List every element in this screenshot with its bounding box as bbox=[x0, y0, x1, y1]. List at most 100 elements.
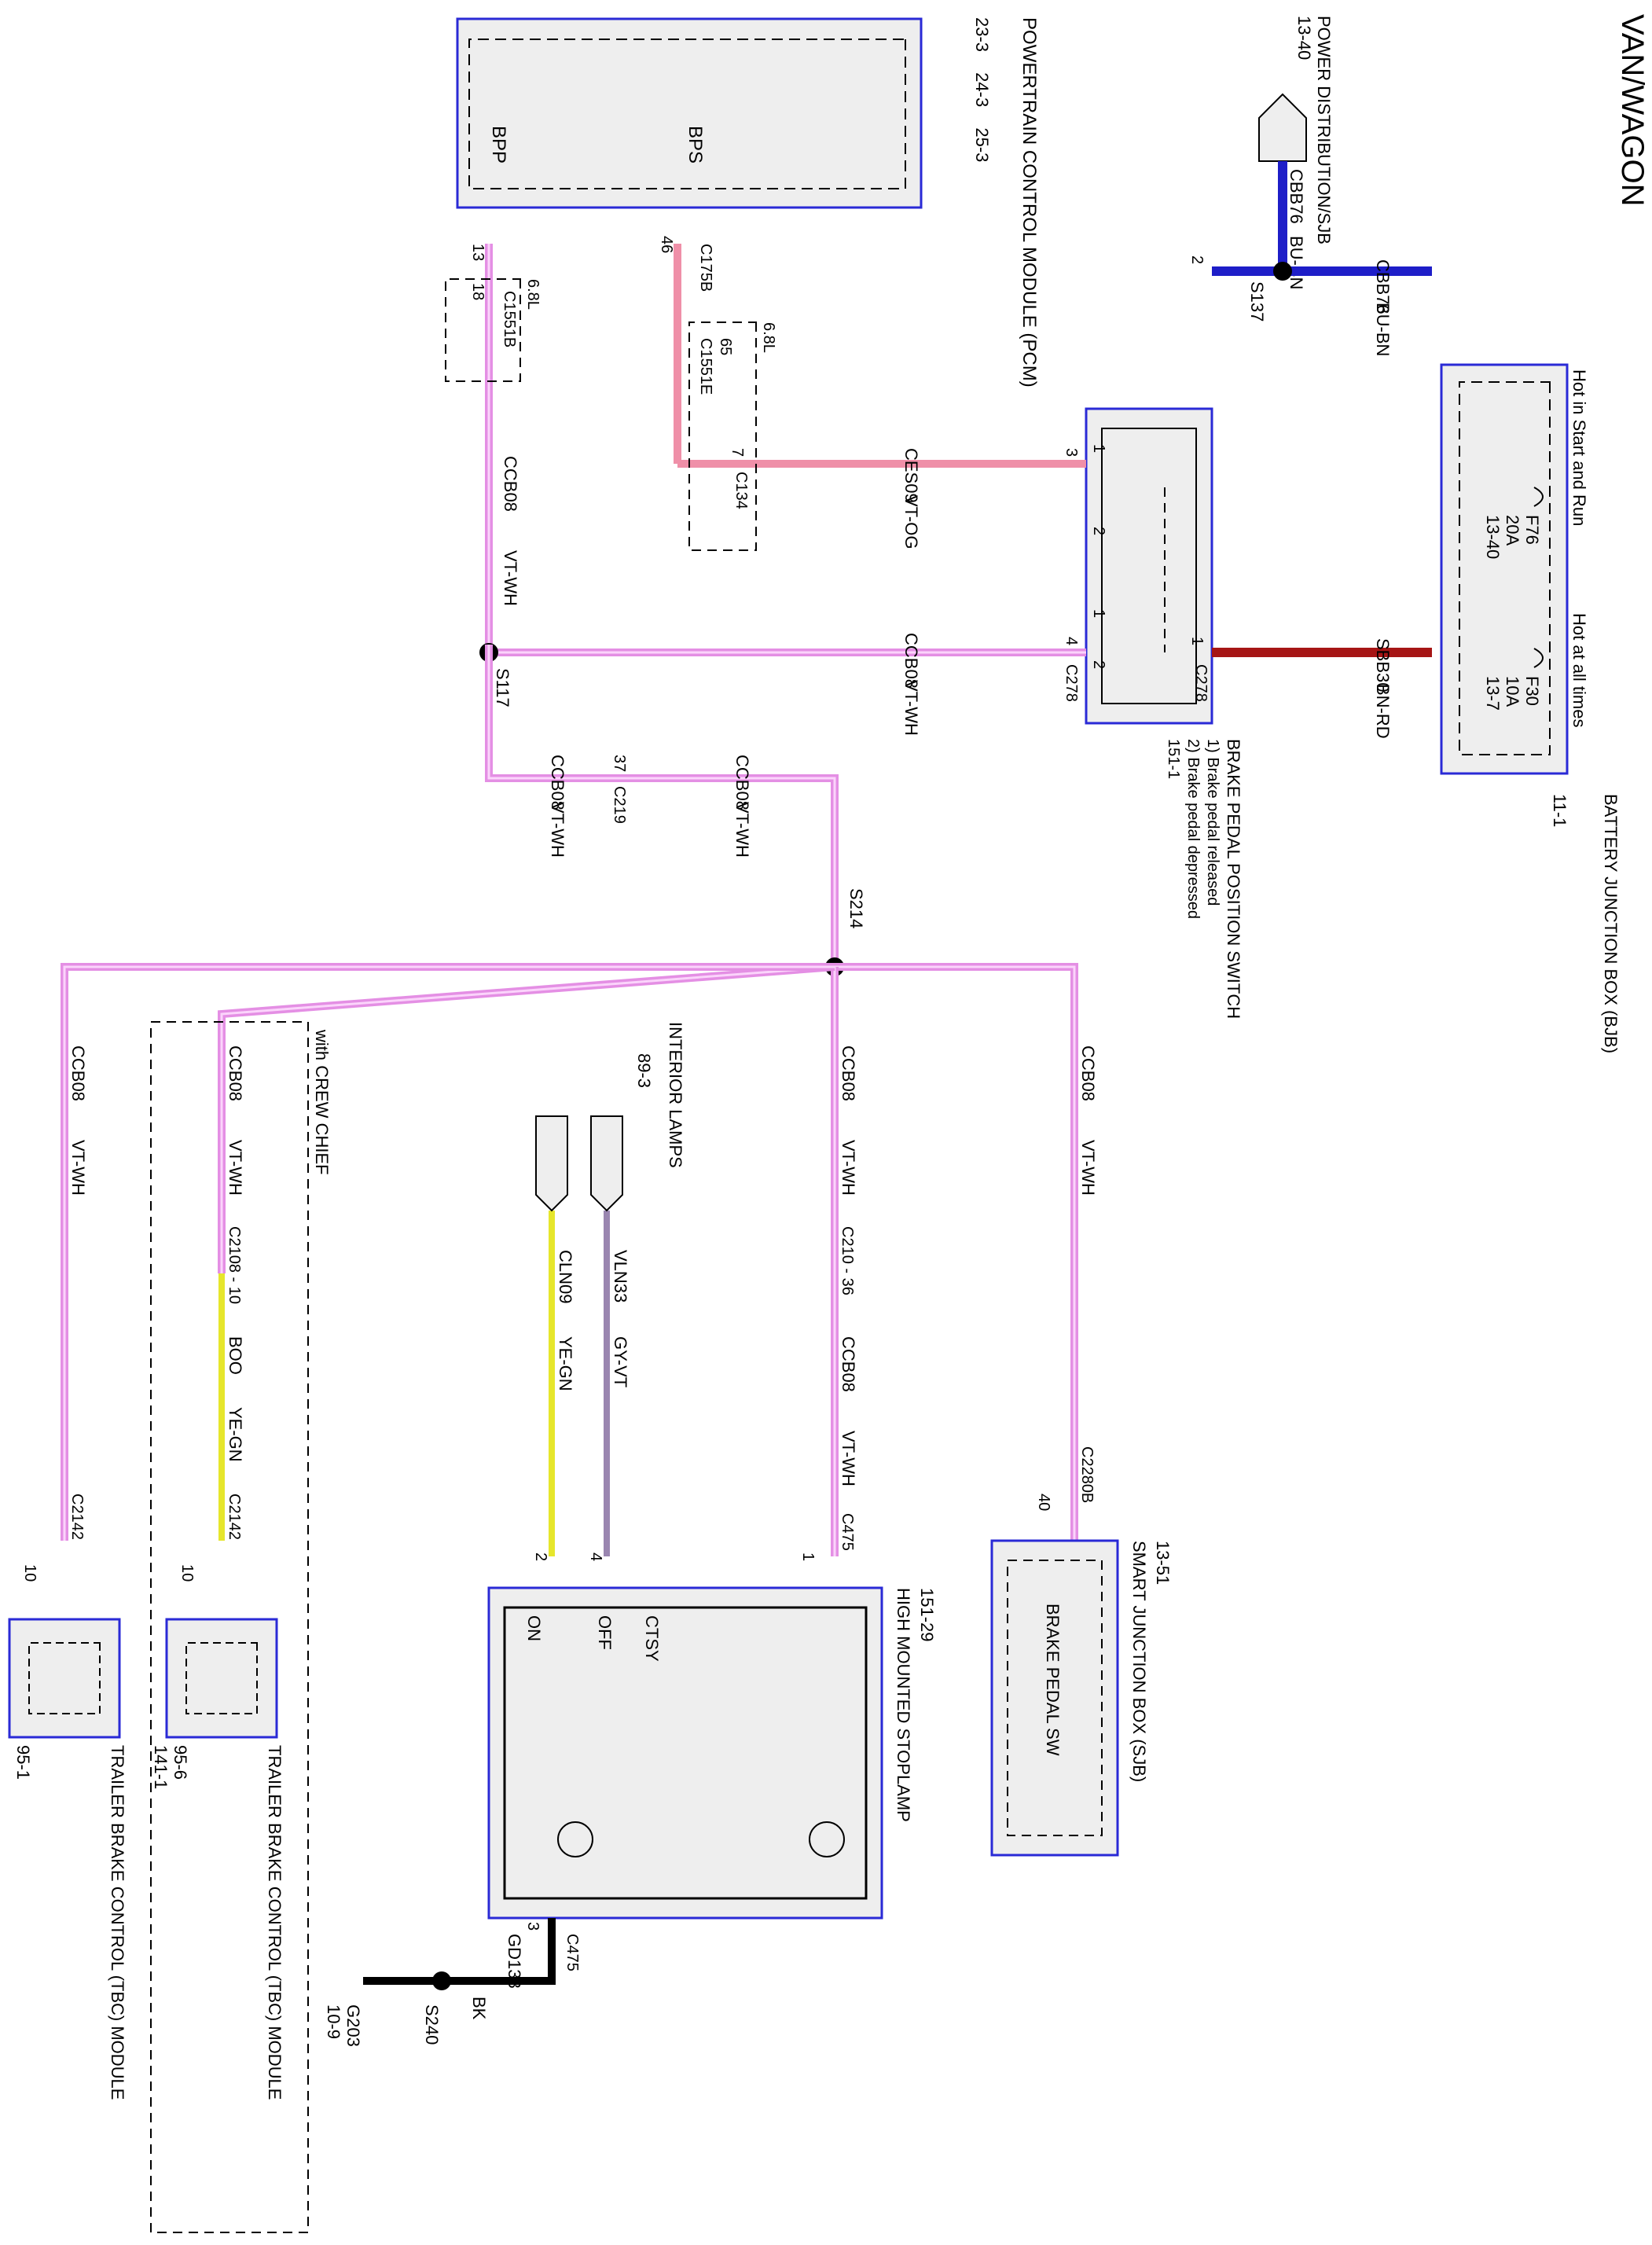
bpp-ref: 151-1 bbox=[1165, 739, 1182, 779]
pin-1-bpp: 1 bbox=[1188, 637, 1206, 645]
wire-sbb30-label: SBB30 bbox=[1373, 638, 1393, 693]
wire-ccb08-label-a: CCB08 bbox=[501, 456, 520, 512]
bpp-note2: 2) Brake pedal depressed bbox=[1184, 739, 1202, 919]
wire-cbb76-vertical: CBB76 BU-BN bbox=[1278, 161, 1306, 289]
battery-junction-box: Hot in Start and Run Hot at all times BA… bbox=[1440, 363, 1621, 1053]
tbc2-title: TRAILER BRAKE CONTROL (TBC) MODULE bbox=[265, 1745, 285, 2100]
pin-3-bpp: 3 bbox=[1063, 448, 1080, 457]
fuse-f30-ref: 13-7 bbox=[1483, 676, 1503, 711]
crew-chief-label: with CREW CHIEF bbox=[312, 1029, 332, 1175]
sjb-inner-label: BRAKE PEDAL SW bbox=[1043, 1604, 1063, 1756]
ground-g203: G203 bbox=[343, 2004, 363, 2047]
wire-cbb76-label-b: CBB76 bbox=[1373, 259, 1393, 314]
wire-vt-og-label: VT-OG bbox=[901, 495, 921, 549]
pin-40: 40 bbox=[1035, 1494, 1052, 1511]
wire-ccb08-label-e: CCB08 bbox=[1078, 1045, 1098, 1101]
tbc1-title: TRAILER BRAKE CONTROL (TBC) MODULE bbox=[108, 1745, 127, 2100]
ground-ref: 10-9 bbox=[324, 2004, 343, 2039]
conn-c1551e: C1551E bbox=[697, 338, 714, 395]
wire-ye-gn-label-b: YE-GN bbox=[226, 1407, 245, 1462]
bpp-sw1-b: 1 bbox=[1090, 609, 1107, 618]
pin-4-bpp: 4 bbox=[1063, 637, 1080, 645]
wire-bn-rd-label: BN-RD bbox=[1373, 684, 1393, 739]
sjb-title: SMART JUNCTION BOX (SJB) bbox=[1129, 1541, 1149, 1782]
opt-6-8l-box-b bbox=[445, 278, 521, 382]
wire-cln09-label: CLN09 bbox=[556, 1250, 575, 1303]
wire-ccb08-tbc2: CCB08 VT-WH C2108 - 10 BOO YE-GN C2142 1… bbox=[150, 963, 835, 2233]
wire-ye-gn-label: YE-GN bbox=[556, 1336, 575, 1391]
conn-c278-b: C278 bbox=[1063, 664, 1080, 702]
wire-ccb08-label-f: CCB08 bbox=[839, 1045, 858, 1101]
pin-4-hmsl: 4 bbox=[587, 1552, 604, 1561]
pin-18: 18 bbox=[469, 283, 486, 300]
wire-ccb08-sjb: CCB08 VT-WH C2280B 40 bbox=[835, 963, 1098, 1541]
conn-c210: C210 - 36 bbox=[839, 1226, 856, 1295]
conn-c175b: C175B bbox=[697, 244, 714, 292]
conn-c1551b: C1551B bbox=[501, 291, 518, 347]
conn-c475-b: C475 bbox=[564, 1934, 581, 1971]
fuse-f30-icon bbox=[1533, 648, 1544, 668]
wire-vt-wh-label-e: VT-WH bbox=[1078, 1140, 1098, 1196]
sjb-ref: 13-51 bbox=[1153, 1541, 1173, 1585]
hmsl-off: OFF bbox=[595, 1615, 615, 1650]
hmsl-title: HIGH MOUNTED STOPLAMP bbox=[894, 1588, 913, 1822]
bjb-ref: 11-1 bbox=[1550, 794, 1569, 827]
tbc1-module: TRAILER BRAKE CONTROL (TBC) MODULE 95-1 bbox=[8, 1618, 127, 2100]
wire-vt-wh-label-a: VT-WH bbox=[501, 550, 520, 606]
pin-13: 13 bbox=[469, 244, 486, 261]
pcm-pin-bpp: BPP bbox=[488, 126, 509, 164]
tbc1-ref: 95-1 bbox=[13, 1745, 33, 1780]
fuse-f76-amp: 20A bbox=[1503, 515, 1522, 546]
wire-sbb30: SBB30 BN-RD 1 C278 bbox=[1188, 637, 1432, 739]
fuse-f76-icon bbox=[1533, 487, 1544, 507]
pin-2-hmsl: 2 bbox=[532, 1552, 549, 1561]
wire-bu-bn-label-b: BU-BN bbox=[1373, 303, 1393, 356]
wire-ccb08-c219: C219 37 CCB08 VT-WH CCB08 VT-WH S214 bbox=[485, 645, 866, 976]
fuse-f76-name: F76 bbox=[1522, 515, 1542, 545]
bpp-sw2-a: 2 bbox=[1090, 527, 1107, 535]
bjb-title: BATTERY JUNCTION BOX (BJB) bbox=[1601, 794, 1621, 1053]
hmsl-ctsy: CTSY bbox=[642, 1615, 662, 1662]
pin-46: 46 bbox=[658, 236, 675, 253]
wire-ccb08-tbc1: CCB08 VT-WH C2142 10 bbox=[21, 963, 835, 1582]
pin-37: 37 bbox=[611, 755, 628, 772]
sjb-module: BRAKE PEDAL SW SMART JUNCTION BOX (SJB) … bbox=[990, 1539, 1173, 1857]
fuse-f76-ref: 13-40 bbox=[1483, 515, 1503, 559]
splice-s117-label: S117 bbox=[493, 668, 512, 707]
wire-vt-wh-label-i: VT-WH bbox=[68, 1140, 88, 1196]
fuse-f30-name: F30 bbox=[1522, 676, 1542, 706]
wire-vt-wh-label-c: VT-WH bbox=[548, 802, 567, 858]
splice-s240-label: S240 bbox=[422, 2004, 442, 2045]
opt-6-8l-box-e bbox=[688, 322, 757, 551]
conn-c278-a: C278 bbox=[1192, 664, 1210, 702]
wire-ccb08-switch: S117 CCB08 VT-WH 4 C278 bbox=[479, 633, 1086, 736]
bpp-sw1-a: 1 bbox=[1090, 444, 1107, 453]
pin-3-hmsl: 3 bbox=[524, 1922, 541, 1931]
wire-vt-wh-label-h: VT-WH bbox=[226, 1140, 245, 1196]
power-dist-ref: 13-40 bbox=[1294, 16, 1314, 60]
pin-7-c134: 7 bbox=[729, 448, 746, 457]
wire-gd133: GD133 BK C475 3 S240 G203 10-9 bbox=[324, 1918, 581, 2047]
bpp-title: BRAKE PEDAL POSITION SWITCH bbox=[1224, 739, 1243, 1019]
wire-ces09: CES09 VT-OG 3 7 C134 6.8L C1551E 65 C175… bbox=[658, 236, 1086, 551]
pin-2-bpp: 2 bbox=[1188, 255, 1206, 264]
interior-lamps: INTERIOR LAMPS 89-3 bbox=[535, 1022, 685, 1212]
power-distribution-connector: POWER DISTRIBUTION/SJB 13-40 bbox=[1258, 16, 1334, 244]
tbc2-ref2: 141-1 bbox=[151, 1745, 171, 1789]
pin-10-a: 10 bbox=[21, 1564, 39, 1582]
brake-pedal-position-switch: 1 2 1 2 BRAKE PEDAL POSITION SWITCH 1) B… bbox=[1085, 407, 1243, 1019]
hmsl-lamp: CTSY OFF ON HIGH MOUNTED STOPLAMP 151-29 bbox=[487, 1586, 937, 1920]
hmsl-bulb-b bbox=[557, 1821, 593, 1857]
wire-ccb08-label-b: CCB08 bbox=[901, 633, 921, 689]
wire-ccb08-label-c: CCB08 bbox=[548, 755, 567, 810]
splice-s137-label: S137 bbox=[1247, 281, 1267, 322]
wire-vln33-label: VLN33 bbox=[611, 1250, 630, 1303]
wire-cbb76-horizontal: S137 CBB76 BU-BN 2 bbox=[1188, 255, 1432, 356]
pin-1-hmsl: 1 bbox=[799, 1552, 817, 1561]
bjb-hot-run: Hot in Start and Run bbox=[1569, 369, 1589, 526]
hmsl-bulb-a bbox=[809, 1821, 845, 1857]
wire-vt-wh-label-d: VT-WH bbox=[732, 802, 752, 858]
wire-vt-wh-label-b: VT-WH bbox=[901, 680, 921, 736]
pcm-title: POWERTRAIN CONTROL MODULE (PCM) bbox=[1019, 17, 1040, 388]
